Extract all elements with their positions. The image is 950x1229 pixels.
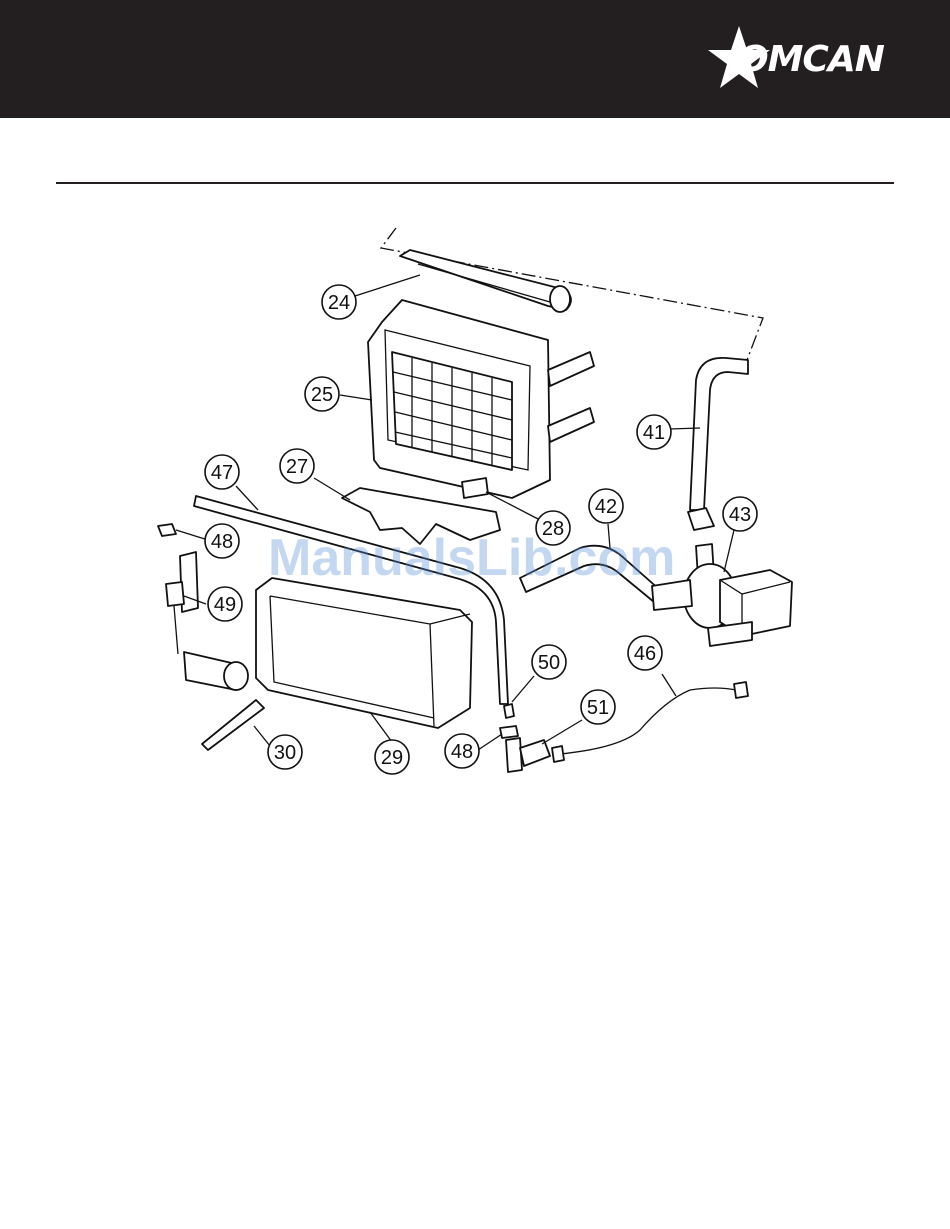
svg-text:41: 41 (643, 422, 665, 444)
sensor-wire (552, 682, 748, 762)
fitting-upper (158, 524, 176, 536)
svg-text:27: 27 (286, 456, 308, 478)
callout-46: 46 (628, 636, 662, 670)
callout-47: 47 (205, 455, 239, 489)
svg-text:51: 51 (587, 697, 609, 719)
float-switch (166, 552, 248, 690)
svg-text:47: 47 (211, 462, 233, 484)
spray-tube (400, 250, 571, 312)
logo-text: OMCAN (738, 40, 884, 80)
connector (504, 704, 514, 718)
callout-48-lower: 48 (445, 734, 479, 768)
header-rule (56, 182, 894, 184)
callout-50: 50 (532, 645, 566, 679)
svg-text:29: 29 (381, 747, 403, 769)
omcan-logo: OMCAN (708, 24, 898, 96)
svg-text:46: 46 (634, 643, 656, 665)
evaporator-frame (368, 300, 594, 498)
callout-24: 24 (322, 285, 356, 319)
callout-30: 30 (268, 735, 302, 769)
callout-41: 41 (637, 415, 671, 449)
water-hose (690, 358, 748, 510)
svg-text:30: 30 (274, 742, 296, 764)
short-tube (202, 700, 264, 750)
svg-text:48: 48 (451, 741, 473, 763)
small-block (462, 478, 488, 498)
callout-43: 43 (723, 497, 757, 531)
callout-49: 49 (208, 587, 242, 621)
callout-29: 29 (375, 740, 409, 774)
svg-text:25: 25 (311, 384, 333, 406)
svg-text:24: 24 (328, 292, 350, 314)
callout-25: 25 (305, 377, 339, 411)
callout-42: 42 (589, 489, 623, 523)
callout-48-upper: 48 (205, 524, 239, 558)
svg-text:42: 42 (595, 496, 617, 518)
page-header: OMCAN (0, 0, 950, 118)
callout-27: 27 (280, 449, 314, 483)
fitting-lower (500, 726, 518, 738)
exploded-parts-diagram: 24 25 27 28 29 30 41 42 43 46 47 48 (0, 200, 950, 820)
water-tray (256, 578, 472, 728)
watermark: ManualsLib.com (268, 528, 675, 588)
svg-text:49: 49 (214, 594, 236, 616)
svg-text:50: 50 (538, 652, 560, 674)
callout-51: 51 (581, 690, 615, 724)
svg-text:48: 48 (211, 531, 233, 553)
svg-text:43: 43 (729, 504, 751, 526)
